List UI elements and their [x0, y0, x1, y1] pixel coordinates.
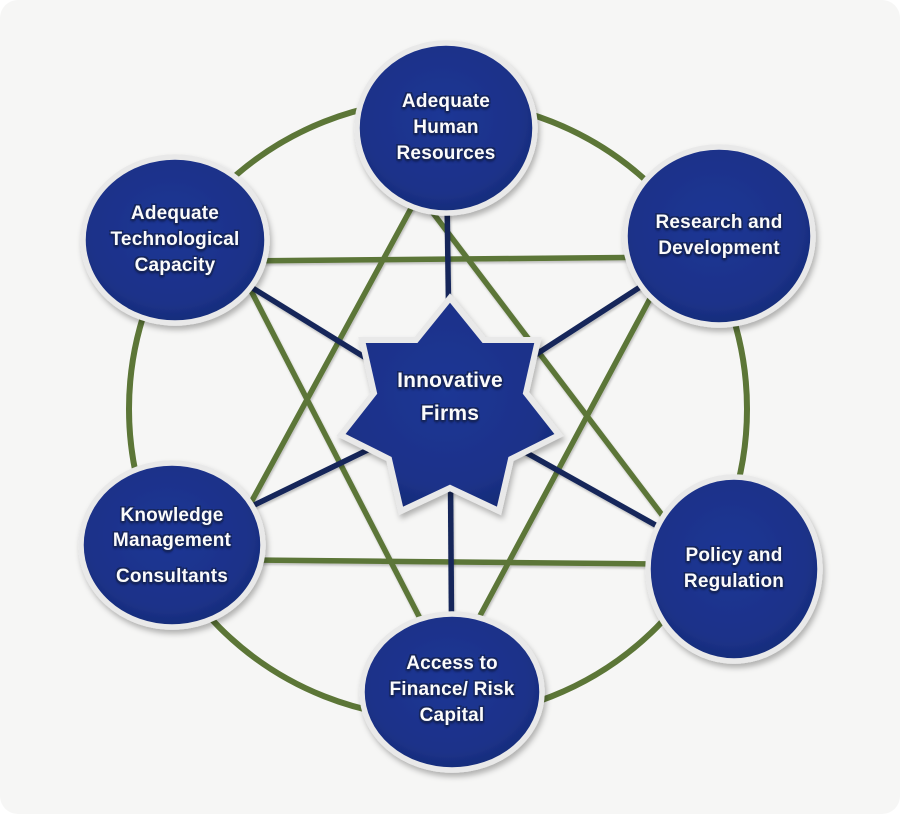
- node-circles-group: [78, 40, 823, 773]
- link-techcapacity-finance-line: [227, 247, 428, 631]
- link-hr-kmc-line: [245, 165, 436, 511]
- node-circle-access-to-finance-risk-capital: [359, 611, 545, 773]
- node-circle-adequate-technological-capacity: [80, 154, 270, 326]
- node-circle-knowledge-management-consultants: [78, 460, 266, 630]
- green-links-group: [227, 165, 703, 631]
- link-techcapacity-rnd-line: [227, 254, 683, 264]
- node-circle-adequate-human-resources: [354, 40, 538, 216]
- node-circle-policy-and-regulation: [645, 474, 823, 664]
- node-circle-research-and-development: [622, 144, 816, 328]
- link-hr-policy-line: [405, 177, 703, 568]
- link-rnd-finance-line: [472, 277, 663, 628]
- link-kmc-policy-line: [247, 557, 663, 567]
- center-star-shape: [336, 293, 564, 516]
